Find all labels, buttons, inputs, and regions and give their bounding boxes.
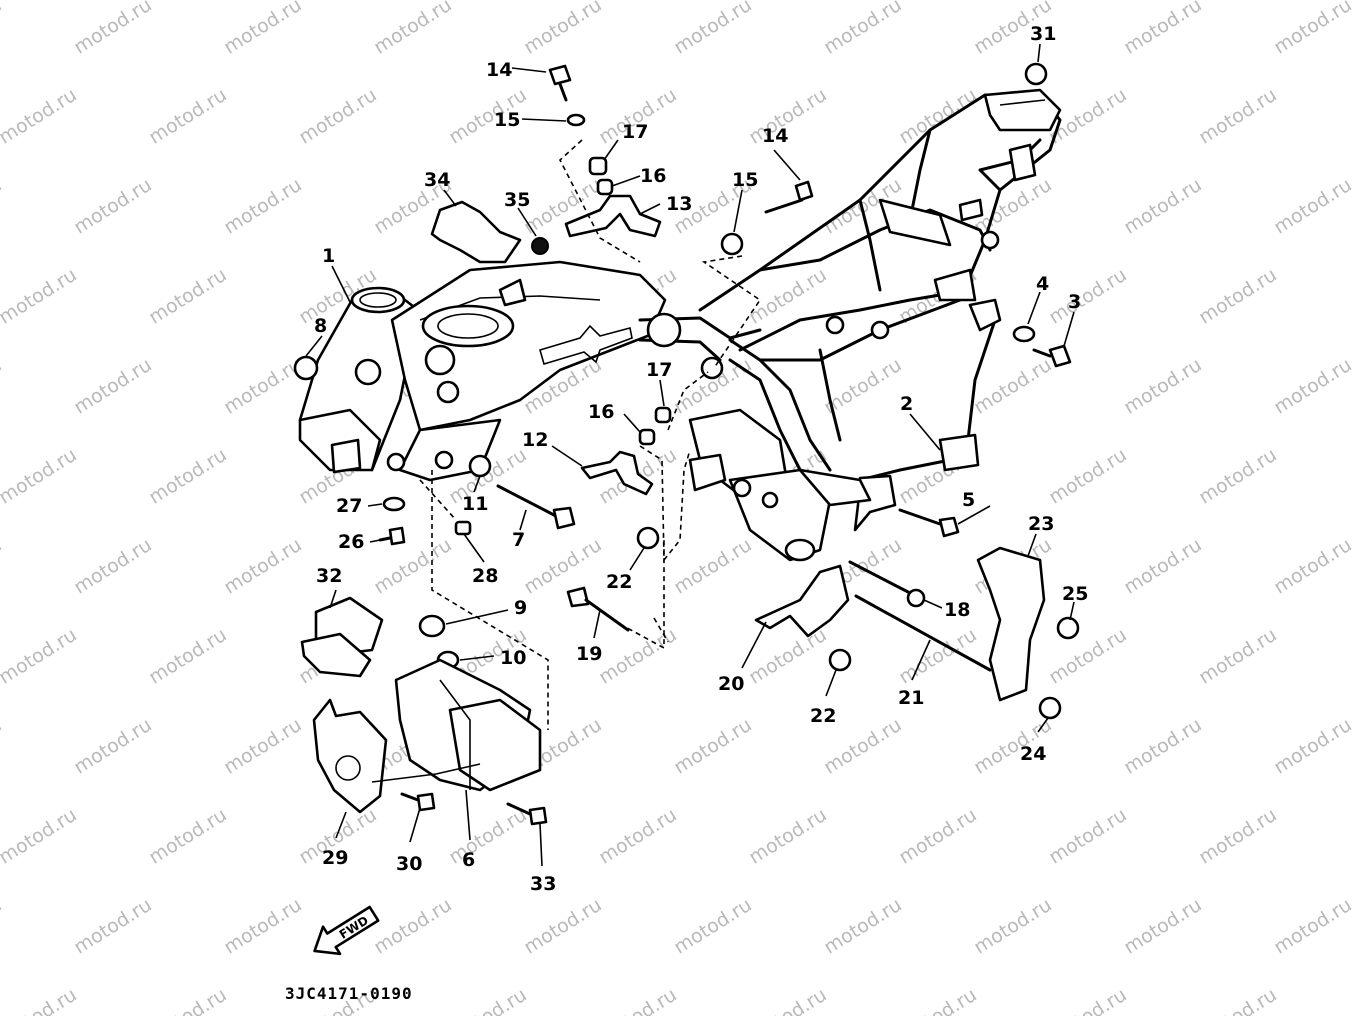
callout-25: 25 — [1062, 583, 1088, 605]
fwd-arrow-icon: FWD — [313, 905, 380, 956]
callout-4: 4 — [1036, 273, 1049, 295]
callout-21: 21 — [898, 687, 924, 709]
callout-33: 33 — [530, 873, 556, 895]
callout-32: 32 — [316, 565, 342, 587]
callout-20: 20 — [718, 673, 744, 695]
bracket-13 — [564, 194, 662, 238]
callout-17b: 17 — [646, 359, 672, 381]
bracket-12 — [580, 450, 654, 496]
callout-27: 27 — [336, 495, 362, 517]
rear-frame — [698, 88, 1062, 492]
callout-31: 31 — [1030, 23, 1056, 45]
main-frame — [298, 260, 762, 482]
callout-6: 6 — [462, 849, 475, 871]
callout-8: 8 — [314, 315, 327, 337]
callout-18: 18 — [944, 599, 970, 621]
callout-7: 7 — [512, 529, 525, 551]
callout-16b: 16 — [588, 401, 614, 423]
callout-14b: 14 — [762, 125, 788, 147]
callout-24: 24 — [1020, 743, 1046, 765]
callout-5: 5 — [962, 489, 975, 511]
bracket-20 — [754, 564, 850, 638]
callout-22a: 22 — [606, 571, 632, 593]
engine-mount — [688, 408, 872, 562]
hardware — [293, 62, 1080, 826]
callout-10: 10 — [500, 647, 526, 669]
callout-14a: 14 — [486, 59, 512, 81]
callout-1: 1 — [322, 245, 335, 267]
callout-34: 34 — [424, 169, 450, 191]
callout-15b: 15 — [732, 169, 758, 191]
plate-23 — [976, 546, 1046, 702]
callout-30: 30 — [396, 853, 422, 875]
callout-19: 19 — [576, 643, 602, 665]
callout-3: 3 — [1068, 291, 1081, 313]
callout-35: 35 — [504, 189, 530, 211]
callout-29: 29 — [322, 847, 348, 869]
callout-26: 26 — [338, 531, 364, 553]
callout-12: 12 — [522, 429, 548, 451]
callout-28: 28 — [472, 565, 498, 587]
callout-23: 23 — [1028, 513, 1054, 535]
callout-2: 2 — [900, 393, 913, 415]
part-2-brace — [853, 298, 1002, 532]
cover-34 — [430, 200, 522, 264]
callout-15a: 15 — [494, 109, 520, 131]
callout-9: 9 — [514, 597, 527, 619]
callout-13: 13 — [666, 193, 692, 215]
callout-labels: 14 15 17 16 13 14 15 31 34 35 1 8 4 3 2 … — [314, 23, 1088, 895]
callout-11: 11 — [462, 493, 488, 515]
leader-lines — [305, 43, 1075, 867]
diagram-code: 3JC4171-0190 — [285, 984, 413, 1003]
bracket-6b — [448, 698, 542, 792]
part-32b — [300, 632, 372, 678]
callout-17a: 17 — [622, 121, 648, 143]
callout-16a: 16 — [640, 165, 666, 187]
callout-22b: 22 — [810, 705, 836, 727]
